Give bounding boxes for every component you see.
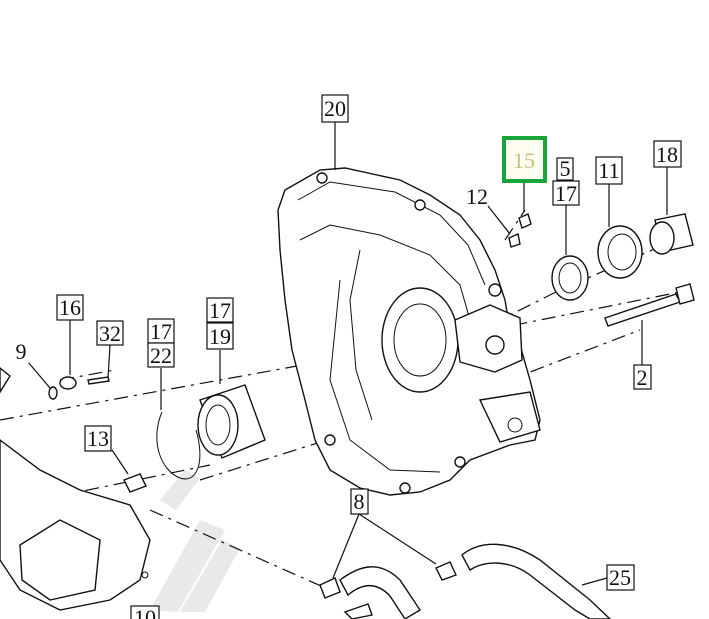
callout-16[interactable]: 16 bbox=[56, 294, 84, 321]
callout-10[interactable]: 10 bbox=[130, 605, 160, 619]
callout-22-label: 22 bbox=[150, 343, 172, 368]
callout-11-label: 11 bbox=[598, 158, 619, 183]
leader-lines bbox=[27, 122, 668, 586]
small-fittings bbox=[48, 376, 147, 493]
callout-25[interactable]: 25 bbox=[606, 564, 635, 591]
oil-seal-part bbox=[551, 255, 589, 301]
callout-19[interactable]: 19 bbox=[206, 322, 234, 350]
callout-12-label: 12 bbox=[466, 184, 488, 209]
callout-10-label: 10 bbox=[134, 605, 156, 619]
callout-2-label: 2 bbox=[637, 365, 648, 390]
callout-17-seal[interactable]: 17 bbox=[552, 180, 580, 206]
callout-25-label: 25 bbox=[609, 565, 631, 590]
callout-5[interactable]: 5 bbox=[556, 156, 574, 181]
callout-22[interactable]: 22 bbox=[147, 342, 175, 368]
callout-18[interactable]: 18 bbox=[653, 140, 682, 168]
callout-13-label: 13 bbox=[87, 426, 109, 451]
callout-16-label: 16 bbox=[59, 295, 81, 320]
callout-17-seal-label: 17 bbox=[555, 181, 577, 206]
callout-32[interactable]: 32 bbox=[96, 320, 124, 346]
callout-2[interactable]: 2 bbox=[633, 364, 652, 390]
callout-20[interactable]: 20 bbox=[321, 94, 349, 123]
callout-5-label: 5 bbox=[560, 156, 571, 181]
callout-8-label: 8 bbox=[354, 489, 365, 514]
callout-17-bearing-label: 17 bbox=[209, 298, 231, 323]
callout-15-label: 15 bbox=[513, 148, 535, 173]
callout-18-label: 18 bbox=[656, 142, 678, 167]
callout-9-label: 9 bbox=[16, 339, 27, 364]
callout-32-label: 32 bbox=[99, 321, 121, 346]
callout-9[interactable]: 9 bbox=[13, 339, 29, 364]
callout-11[interactable]: 11 bbox=[595, 156, 623, 185]
watermark-logo bbox=[150, 470, 240, 612]
callout-19-label: 19 bbox=[209, 324, 231, 349]
callout-20-label: 20 bbox=[324, 96, 346, 121]
callout-17-bearing[interactable]: 17 bbox=[206, 297, 234, 323]
callout-17-circlip[interactable]: 17 bbox=[147, 318, 175, 344]
bearing-part bbox=[597, 225, 643, 279]
coolant-hoses bbox=[319, 543, 612, 619]
bolt-part bbox=[604, 283, 695, 327]
housing-cover-part bbox=[277, 167, 541, 496]
callout-8[interactable]: 8 bbox=[350, 488, 369, 515]
engine-block-fragment bbox=[0, 367, 151, 611]
dowel-pins bbox=[508, 213, 532, 248]
circlip-part bbox=[156, 411, 201, 480]
callout-13[interactable]: 13 bbox=[84, 425, 112, 452]
roller-bearing-part bbox=[197, 384, 266, 459]
bushing-part bbox=[649, 213, 694, 255]
callout-17-circlip-label: 17 bbox=[150, 319, 172, 344]
callout-15[interactable]: 15 bbox=[510, 145, 538, 175]
callout-12[interactable]: 12 bbox=[466, 184, 488, 209]
